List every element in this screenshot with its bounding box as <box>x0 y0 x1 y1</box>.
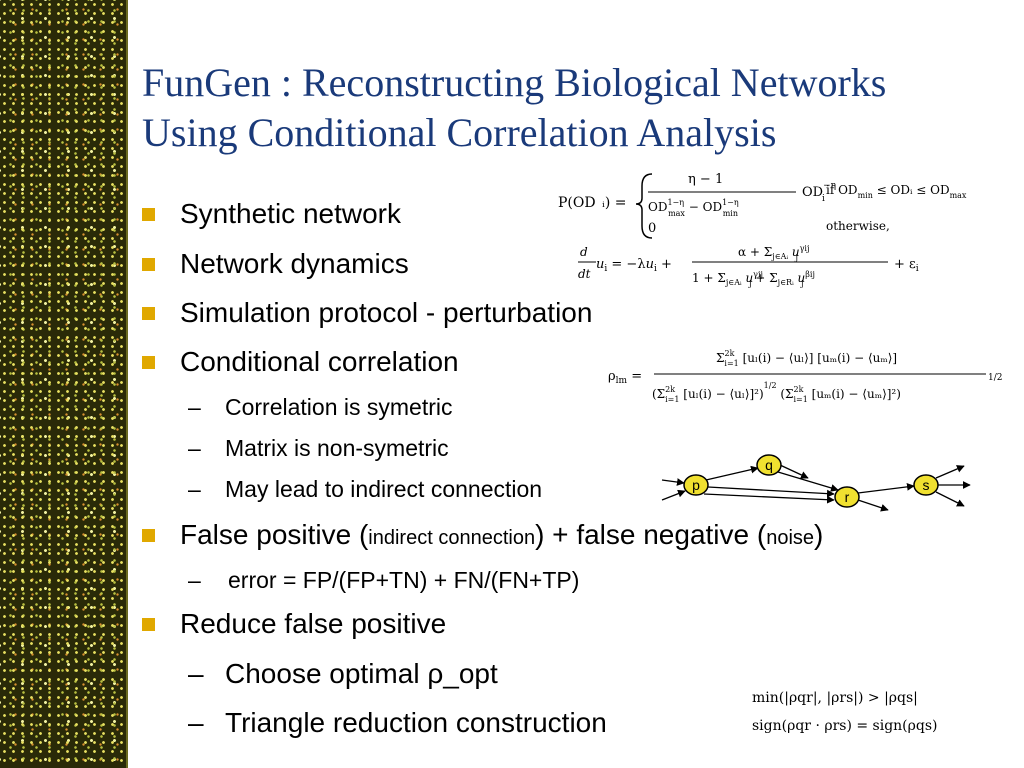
edge-s-out-3 <box>935 491 965 507</box>
bullet-square-icon <box>142 307 155 320</box>
node-s: s <box>913 474 939 496</box>
edge-s-out-1 <box>935 465 965 479</box>
dash-marker: – <box>188 394 201 420</box>
bullet-square-icon <box>142 618 155 631</box>
eq-case2-value: 0 <box>648 221 656 236</box>
triangle-conditions: min(|ρqr|, |ρrs|) > |ρqs| sign(ρqr · ρrs… <box>752 690 937 734</box>
edge-r-out <box>857 499 889 512</box>
node-r: r <box>834 486 860 508</box>
text-false-positive: False positive ( <box>180 519 369 550</box>
eq-dt: dt <box>578 267 591 281</box>
dash-marker: – <box>188 476 201 502</box>
text-indirect-connection: indirect connection <box>368 527 536 549</box>
sub-bullet-text: Correlation is symetric <box>225 394 453 420</box>
dash-marker: – <box>188 658 204 689</box>
edge-p-r-2 <box>703 493 835 504</box>
svg-text:p: p <box>692 477 700 493</box>
bullet-text: Network dynamics <box>180 248 409 279</box>
text-close-paren: ) <box>814 519 824 550</box>
eq-numerator: η − 1 <box>688 172 723 187</box>
text-noise: noise <box>766 527 815 549</box>
bullet-list: Synthetic network Network dynamics Simul… <box>140 0 1010 768</box>
dash-marker: – <box>188 707 204 738</box>
bullet-square-icon <box>142 356 155 369</box>
slide-title: FunGen : Reconstructing Biological Netwo… <box>142 58 1012 158</box>
edge-p-r <box>707 486 835 498</box>
eq-lhs-rest: ᵢ) = <box>602 195 626 211</box>
eq-d: d <box>580 245 588 259</box>
sub-bullet-text: Matrix is non-symetric <box>225 435 449 461</box>
sub-bullet-text: Triangle reduction construction <box>225 707 607 738</box>
text-false-negative: ) + false negative ( <box>535 519 767 550</box>
eq-lhs: P(OD <box>558 195 596 211</box>
strip-divider <box>126 0 128 768</box>
eq-exponent: 1/2 <box>988 373 1002 383</box>
edge-q-out <box>779 464 809 479</box>
edge-in-p-2 <box>661 489 686 501</box>
bullet-text: Reduce false positive <box>180 608 447 639</box>
bullet-text: Conditional correlation <box>180 346 459 377</box>
condition-line-1: min(|ρqr|, |ρrs|) > |ρqs| <box>752 690 918 706</box>
condition-line-2: sign(ρqr · ρrs) = sign(ρqs) <box>752 718 937 734</box>
eq-noise-term: + εi <box>894 257 919 274</box>
eq-brace <box>635 173 653 239</box>
svg-text:s: s <box>923 477 930 493</box>
slide-title-line-2: Using Conditional Correlation Analysis <box>142 110 777 155</box>
bullet-text: Simulation protocol - perturbation <box>180 297 593 328</box>
svg-text:q: q <box>765 457 773 473</box>
dash-marker: – <box>188 567 201 593</box>
dash-marker: – <box>188 435 201 461</box>
node-p: p <box>683 474 709 496</box>
edge-r-s <box>857 483 915 494</box>
network-diagram: p q r s <box>661 454 971 512</box>
edge-p-q <box>705 465 759 481</box>
bullet-square-icon <box>142 208 155 221</box>
svg-text:r: r <box>845 489 850 505</box>
sub-bullet-text: Choose optimal ρ_opt <box>225 658 498 689</box>
eq-case1-cond: if ODmin ≤ ODᵢ ≤ ODmax <box>826 183 967 200</box>
sub-bullet-text: May lead to indirect connection <box>225 476 543 502</box>
sub-bullet-text: error = FP/(FP+TN) + FN/(FN+TP) <box>228 567 580 593</box>
eq-lhs-u: ui = −λui + <box>596 257 672 274</box>
bullet-square-icon <box>142 258 155 271</box>
eq-case2-cond: otherwise, <box>826 219 890 233</box>
slide-title-line-1: FunGen : Reconstructing Biological Netwo… <box>142 60 887 105</box>
edge-q-r <box>777 471 839 492</box>
node-q: q <box>756 454 782 476</box>
bullet-text: Synthetic network <box>180 198 401 229</box>
bullet-text: False positive (indirect connection) + f… <box>180 518 823 555</box>
eq-rho-lm: ρlm = <box>608 369 642 386</box>
edge-in-p-1 <box>661 478 685 486</box>
microarray-strip <box>0 0 128 768</box>
bullet-square-icon <box>142 529 155 542</box>
